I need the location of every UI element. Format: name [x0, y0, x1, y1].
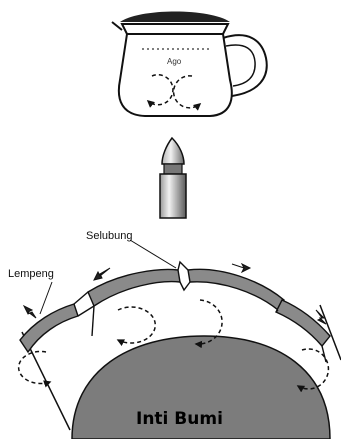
jug-marking: Ago — [167, 57, 182, 66]
plate-right — [276, 300, 330, 346]
plate-motion-arrow-icon — [94, 268, 110, 280]
plate-top-right — [188, 269, 284, 310]
core-label: Inti Bumi — [136, 409, 223, 429]
plate-motion-arrow-icon — [24, 306, 36, 318]
crust-gap-label: Selubung — [86, 230, 133, 242]
circular-arrow-icon — [118, 307, 155, 343]
plate-motion-arrow-icon — [232, 264, 250, 272]
plate-label: Lempeng — [8, 268, 54, 280]
burner-icon — [160, 138, 186, 218]
coffee-pot-icon: Ago — [112, 12, 267, 117]
